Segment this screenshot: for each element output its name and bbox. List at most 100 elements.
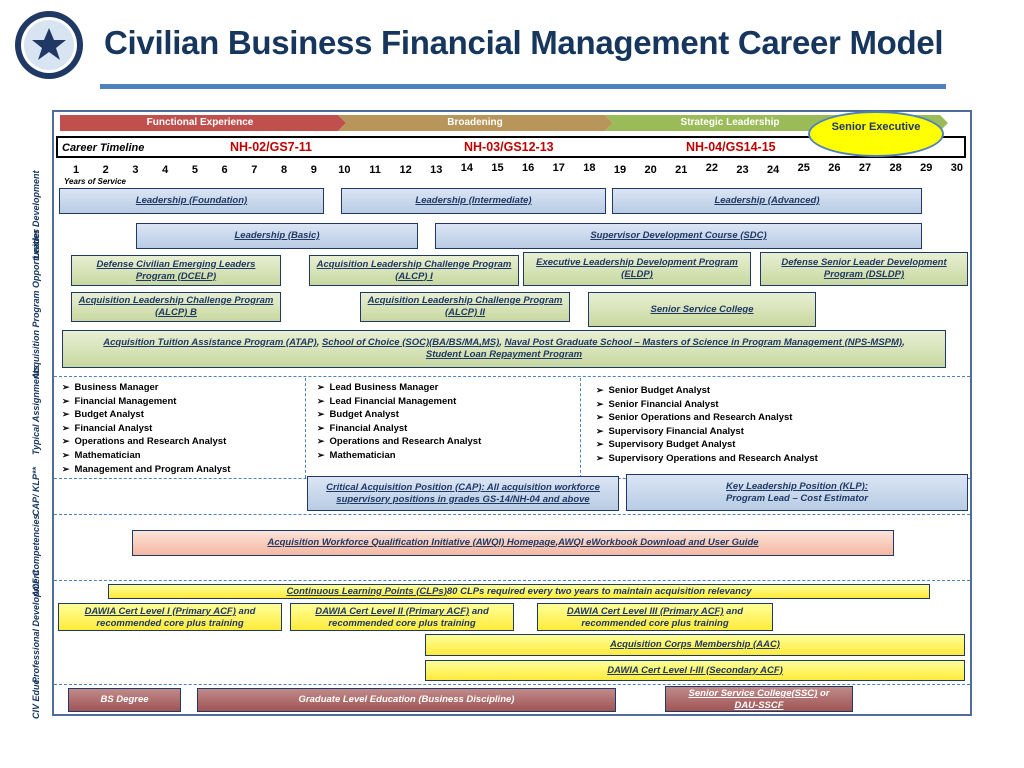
year-label: 2 bbox=[102, 164, 109, 176]
row-label-cap: CAP/ KLP** bbox=[31, 466, 41, 516]
sdc-link[interactable]: Supervisor Development Course (SDC) bbox=[435, 223, 922, 249]
assignment-item: Management and Program Analyst bbox=[62, 463, 231, 477]
dawia-level-1-link[interactable]: DAWIA Cert Level I (Primary ACF) bbox=[84, 606, 236, 617]
cap-link[interactable]: Critical Acquisition Position (CAP): All… bbox=[307, 476, 619, 511]
atap-link[interactable]: Acquisition Tuition Assistance Program (… bbox=[103, 337, 317, 348]
year-label: 27 bbox=[858, 162, 872, 174]
year-label: 13 bbox=[430, 164, 443, 176]
year-label: 6 bbox=[221, 164, 228, 176]
assignment-item: Senior Operations and Research Analyst bbox=[596, 411, 818, 425]
assignment-item: Mathematician bbox=[62, 449, 230, 463]
dcelp-link[interactable]: Defense Civilian Emerging Leaders Progra… bbox=[71, 255, 281, 286]
dawia-level-3-box: DAWIA Cert Level III (Primary ACF) and r… bbox=[537, 603, 773, 631]
year-label: 12 bbox=[399, 164, 412, 176]
leadership-basic-link[interactable]: Leadership (Basic) bbox=[136, 223, 418, 249]
leadership-advanced-link[interactable]: Leadership (Advanced) bbox=[612, 188, 922, 214]
dawia-level-2-box: DAWIA Cert Level II (Primary ACF) and re… bbox=[290, 603, 514, 631]
leadership-foundation-link[interactable]: Leadership (Foundation) bbox=[59, 188, 324, 214]
year-label: 16 bbox=[522, 162, 535, 174]
assignment-item: Business Manager bbox=[62, 381, 230, 395]
separator bbox=[305, 378, 306, 478]
year-label: 10 bbox=[338, 164, 351, 176]
year-label: 3 bbox=[132, 164, 139, 176]
aac-link[interactable]: Acquisition Corps Membership (AAC) bbox=[425, 634, 965, 656]
year-label: 28 bbox=[889, 162, 902, 174]
separator bbox=[54, 376, 970, 377]
year-label: 18 bbox=[583, 162, 596, 174]
year-label: 8 bbox=[281, 164, 288, 176]
row-label-civ: CIV Educ. bbox=[31, 676, 41, 719]
phase-label-strategic: Strategic Leadership bbox=[680, 117, 780, 128]
grade-label-1: NH-02/GS7-11 bbox=[230, 140, 312, 154]
year-label: 22 bbox=[705, 162, 719, 174]
soc-link[interactable]: School of Choice (SOC)(BA/BS/MA,MS) bbox=[321, 337, 500, 348]
klp-link[interactable]: Key Leadership Position (KLP): bbox=[726, 481, 868, 492]
dawia-level-3-link[interactable]: DAWIA Cert Level III (Primary ACF) bbox=[566, 606, 724, 617]
assignment-item: Supervisory Operations and Research Anal… bbox=[596, 452, 818, 466]
assignment-item: Operations and Research Analyst bbox=[317, 435, 482, 449]
assignment-item: Budget Analyst bbox=[317, 408, 481, 422]
assignment-item: Supervisory Budget Analyst bbox=[596, 438, 818, 452]
years-of-service-caption: Years of Service bbox=[64, 177, 126, 186]
assignment-item: Operations and Research Analyst bbox=[62, 435, 230, 449]
year-label: 11 bbox=[369, 164, 381, 176]
alcp-b-link[interactable]: Acquisition Leadership Challenge Program… bbox=[71, 292, 281, 322]
separator bbox=[580, 378, 581, 478]
year-label: 23 bbox=[736, 164, 749, 176]
year-label: 4 bbox=[162, 164, 169, 176]
year-label: 21 bbox=[675, 164, 688, 176]
klp-detail: Program Lead – Cost Estimator bbox=[725, 493, 868, 504]
assignment-item: Financial Analyst bbox=[62, 422, 230, 436]
dawia-level-1-box: DAWIA Cert Level I (Primary ACF) and rec… bbox=[58, 603, 282, 631]
clp-box: Continuous Learning Points (CLPs) 80 CLP… bbox=[108, 584, 930, 599]
year-label: 14 bbox=[460, 162, 474, 174]
alcp-1-link[interactable]: Acquisition Leadership Challenge Program… bbox=[309, 255, 519, 286]
year-label: 5 bbox=[191, 164, 198, 176]
awqi-workbook-link[interactable]: AWQI eWorkbook Download and User Guide bbox=[558, 537, 759, 548]
assignment-item: Lead Business Manager bbox=[317, 381, 481, 395]
phase-label-broadening: Broadening bbox=[447, 117, 503, 128]
year-label: 30 bbox=[950, 162, 964, 174]
eldp-link[interactable]: Executive Leadership Development Program… bbox=[523, 252, 751, 286]
bs-degree-box: BS Degree bbox=[68, 688, 181, 712]
dawia-level-2-link[interactable]: DAWIA Cert Level II (Primary ACF) bbox=[315, 606, 470, 617]
year-label: 19 bbox=[613, 164, 627, 176]
assignments-col-2: Lead Business ManagerLead Financial Mana… bbox=[317, 381, 482, 463]
row-label-acq: Acquisition Program Opportunities bbox=[31, 228, 41, 379]
grade-label-2: NH-03/GS12-13 bbox=[464, 140, 554, 154]
career-timeline-label: Career Timeline bbox=[62, 142, 145, 154]
nps-mspm-link[interactable]: Naval Post Graduate School – Masters of … bbox=[504, 337, 903, 348]
assignment-item: Senior Budget Analyst bbox=[596, 384, 818, 398]
career-model-frame bbox=[52, 110, 972, 716]
awqi-homepage-link[interactable]: Acquisition Workforce Qualification Init… bbox=[267, 537, 556, 548]
clp-link[interactable]: Continuous Learning Points (CLPs) bbox=[286, 585, 447, 597]
assignment-item: Mathematician bbox=[317, 449, 481, 463]
assignment-item: Lead Financial Management bbox=[317, 395, 481, 409]
dod-seal-icon bbox=[14, 10, 84, 80]
separator bbox=[54, 580, 970, 581]
assignments-col-3: Senior Budget AnalystSenior Financial An… bbox=[596, 384, 818, 466]
dau-sscf-link[interactable]: DAU-SSCF bbox=[734, 700, 784, 711]
career-timeline-bar bbox=[56, 136, 966, 158]
assignment-item: Financial Management bbox=[62, 395, 230, 409]
klp-box: Key Leadership Position (KLP): Program L… bbox=[626, 474, 968, 511]
year-label: 29 bbox=[920, 162, 933, 174]
row-label-prof: Professional Development bbox=[31, 569, 41, 683]
dsldp-link[interactable]: Defense Senior Leader Development Progra… bbox=[760, 252, 968, 286]
assignment-item: Budget Analyst bbox=[62, 408, 230, 422]
page-title: Civilian Business Financial Management C… bbox=[104, 24, 944, 61]
year-label: 26 bbox=[828, 162, 841, 174]
leadership-intermediate-link[interactable]: Leadership (Intermediate) bbox=[341, 188, 606, 214]
alcp-2-link[interactable]: Acquisition Leadership Challenge Program… bbox=[360, 292, 570, 322]
year-label: 15 bbox=[491, 162, 504, 174]
phase-label-functional: Functional Experience bbox=[146, 117, 254, 128]
student-loan-link[interactable]: Student Loan Repayment Program bbox=[425, 349, 583, 360]
dawia-secondary-link[interactable]: DAWIA Cert Level I-III (Secondary ACF) bbox=[425, 660, 965, 681]
title-rule bbox=[100, 84, 946, 89]
separator bbox=[54, 514, 970, 515]
year-label: 9 bbox=[310, 164, 317, 176]
ssc-link[interactable]: Senior Service College(SSC) bbox=[688, 688, 818, 699]
senior-service-college-link[interactable]: Senior Service College bbox=[588, 292, 816, 327]
tuition-programs-box: Acquisition Tuition Assistance Program (… bbox=[62, 330, 946, 368]
phase-arrow-broadening bbox=[338, 115, 613, 131]
